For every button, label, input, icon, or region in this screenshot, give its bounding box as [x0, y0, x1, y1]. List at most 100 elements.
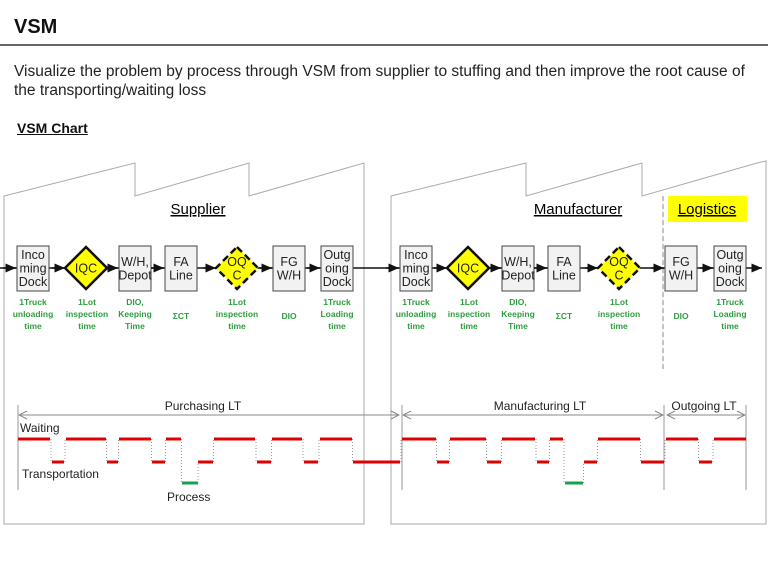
step-label: ming	[19, 262, 46, 276]
description: Visualize the problem by process through…	[14, 63, 745, 99]
step-label: Dock	[716, 275, 745, 289]
step-metric: inspection	[598, 309, 641, 319]
step-label: W/H,	[504, 255, 532, 269]
title-divider	[0, 44, 768, 46]
step-label: OQ	[609, 255, 629, 269]
step-metric: inspection	[216, 309, 259, 319]
step-label: FG	[280, 255, 297, 269]
process-box	[16, 245, 50, 292]
step-metric: time	[328, 321, 346, 331]
step-metric: DIO	[673, 311, 689, 321]
step-label: Depot	[501, 268, 535, 282]
step-label: FA	[173, 255, 189, 269]
step-label: OQ	[227, 255, 247, 269]
step-metric: 1Lot	[78, 297, 96, 307]
process-box	[547, 245, 581, 292]
step-label: FG	[672, 255, 689, 269]
logistics-label: Logistics	[678, 201, 736, 218]
section-title: VSM Chart	[17, 120, 88, 136]
step-metric: time	[24, 321, 42, 331]
step-label: Depot	[118, 268, 152, 282]
process-box	[320, 245, 354, 292]
process-box	[713, 245, 747, 292]
step-label: IQC	[457, 262, 479, 276]
manufacturer-factory-outline	[390, 160, 767, 525]
step-metric: time	[78, 321, 96, 331]
waiting-level-label: Waiting	[20, 421, 60, 435]
inspection-diamond	[596, 245, 642, 291]
step-metric: ΣCT	[556, 311, 573, 321]
lead-time-label: Outgoing LT	[671, 399, 737, 413]
inspection-diamond	[445, 245, 491, 291]
step-metric: 1Truck	[19, 297, 47, 307]
lead-time-label: Manufacturing LT	[494, 399, 587, 413]
step-label: W/H	[277, 268, 301, 282]
step-label: FA	[556, 255, 572, 269]
step-label: ming	[402, 262, 429, 276]
step-label: oing	[325, 262, 349, 276]
step-metric: Keeping	[118, 309, 152, 319]
manufacturer-step: FGW/H DIO	[651, 245, 698, 321]
step-metric: 1Truck	[716, 297, 744, 307]
step-metric: Keeping	[501, 309, 535, 319]
step-label: W/H,	[121, 255, 149, 269]
page-title: VSM	[14, 16, 58, 38]
step-metric: ΣCT	[173, 311, 190, 321]
process-box	[272, 245, 306, 292]
inspection-diamond	[214, 245, 260, 291]
step-label: Dock	[402, 275, 431, 289]
process-box	[118, 245, 152, 292]
step-label: oing	[718, 262, 742, 276]
step-metric: inspection	[448, 309, 491, 319]
supplier-factory-outline	[3, 162, 365, 525]
step-metric: Loading	[713, 309, 746, 319]
transportation-level-label: Transportation	[22, 467, 99, 481]
step-metric: Time	[508, 321, 528, 331]
step-label: C	[232, 268, 241, 282]
step-label: Inco	[21, 248, 45, 262]
step-metric: time	[721, 321, 739, 331]
step-metric: DIO,	[126, 297, 143, 307]
process-box	[664, 245, 698, 292]
step-metric: DIO	[281, 311, 297, 321]
step-label: Dock	[323, 275, 352, 289]
step-metric: inspection	[66, 309, 109, 319]
step-metric: unloading	[396, 309, 437, 319]
process-box	[501, 245, 535, 292]
step-label: C	[614, 268, 623, 282]
step-metric: Loading	[320, 309, 353, 319]
manufacturer-label: Manufacturer	[534, 201, 622, 218]
supplier-step: OQC 1Lot inspection time	[203, 245, 260, 331]
step-metric: 1Lot	[228, 297, 246, 307]
step-metric: 1Truck	[402, 297, 430, 307]
step-label: IQC	[75, 262, 97, 276]
step-metric: DIO,	[509, 297, 526, 307]
step-metric: 1Truck	[323, 297, 351, 307]
step-label: Dock	[19, 275, 48, 289]
inspection-diamond	[63, 245, 109, 291]
step-metric: time	[610, 321, 628, 331]
process-level-label: Process	[167, 490, 210, 504]
supplier-label: Supplier	[170, 201, 225, 218]
step-metric: 1Lot	[610, 297, 628, 307]
supplier-step: IQC 1Lot inspection time	[52, 245, 109, 331]
lead-time-label: Purchasing LT	[165, 399, 242, 413]
manufacturer-step: OQC 1Lot inspection time	[585, 245, 642, 331]
logistics-highlight	[668, 196, 747, 222]
process-box	[399, 245, 433, 292]
step-metric: time	[228, 321, 246, 331]
step-metric: 1Lot	[460, 297, 478, 307]
step-label: Line	[169, 268, 193, 282]
step-label: W/H	[669, 268, 693, 282]
step-metric: unloading	[13, 309, 54, 319]
step-label: Outg	[716, 248, 743, 262]
